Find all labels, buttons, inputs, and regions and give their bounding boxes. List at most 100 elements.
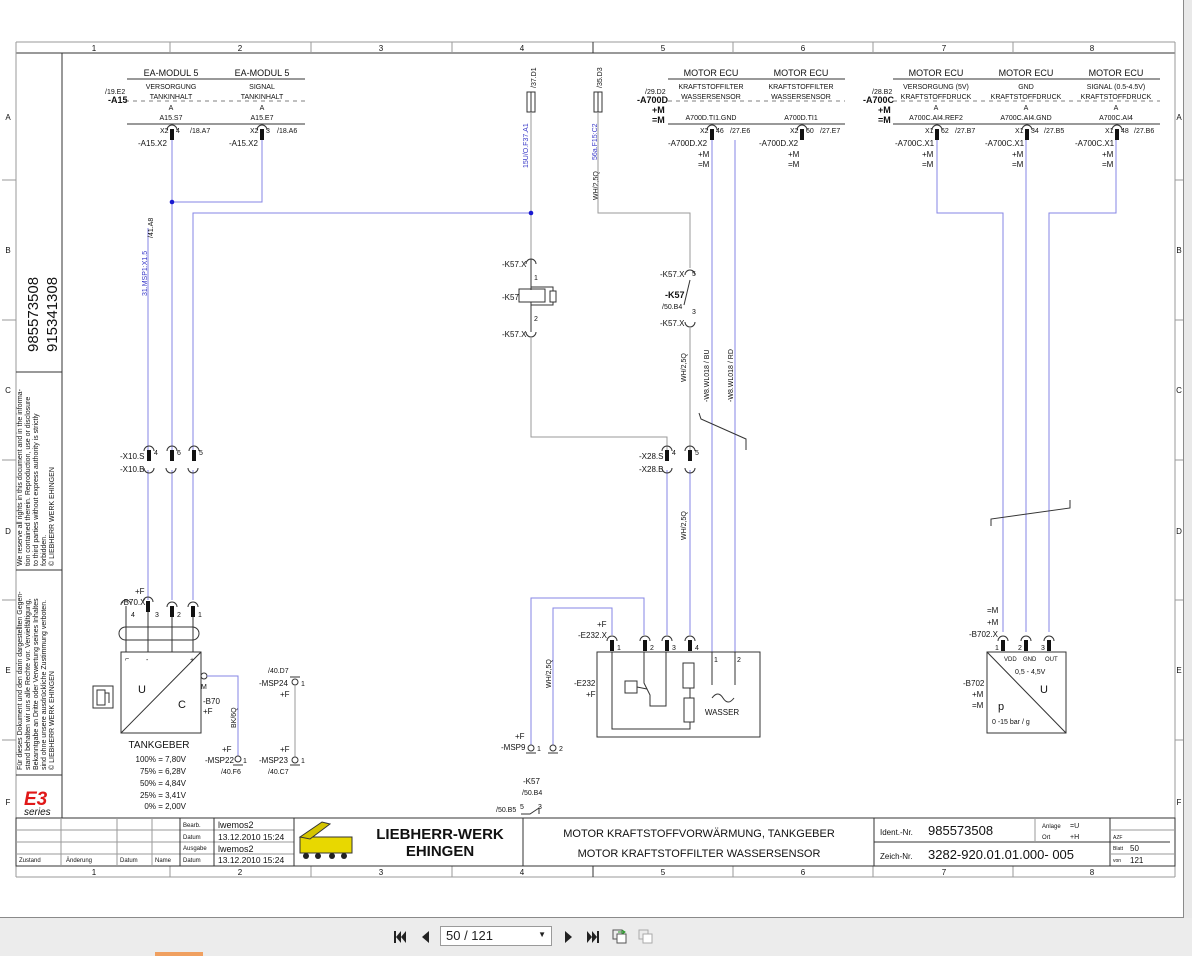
pin-number: 3	[692, 309, 696, 316]
xref: /28.B2	[872, 89, 892, 96]
location-label: +M	[987, 618, 999, 627]
xref: /18.A6	[277, 128, 297, 135]
calibration-row: 75% = 6,28V	[140, 767, 187, 776]
connector-label: X2	[790, 128, 799, 135]
connector-pin	[661, 635, 673, 652]
pin-number: 1	[301, 758, 305, 765]
device-name: -A700D	[637, 95, 669, 105]
pin-number: 5	[520, 804, 524, 811]
measure-point-name: -MSP24	[259, 679, 288, 688]
go-back-view-button[interactable]	[611, 928, 629, 946]
xref: /41.A8	[148, 218, 155, 238]
channel-label: VERSORGUNG	[146, 84, 197, 91]
drawing-frame	[2, 41, 1183, 878]
symbol-label: C	[178, 699, 186, 711]
msp-points: +F -MSP22 1 /40.F6 /40.D7 -MSP24 1 +F +F…	[205, 668, 305, 776]
e3-logo-text: E3	[24, 789, 48, 810]
pin-number: 3	[155, 612, 159, 619]
pin-number: 3	[1041, 645, 1045, 652]
row-labels: A B C D E F A B C D E F	[5, 113, 1182, 807]
connector-name: -X10.S	[120, 452, 144, 461]
column-label: 6	[801, 868, 806, 877]
prev-page-button[interactable]	[416, 928, 434, 946]
xref: /27.E7	[820, 128, 840, 135]
symbol-label: U	[138, 684, 146, 696]
calibration-row: 0% = 2,00V	[144, 802, 186, 811]
go-forward-view-button[interactable]	[637, 928, 655, 946]
xref: /27.B5	[1044, 128, 1064, 135]
terminal-label: M	[201, 684, 207, 691]
schematic-drawing: 1 2 3 4 5 6 7 8 1 2 3 4 5 6 7 8 A B C D …	[2, 41, 1183, 878]
terminal-label: A700C.AI4	[1099, 115, 1133, 122]
device-name: -B70	[203, 697, 220, 706]
chevron-down-icon[interactable]: ▼	[538, 930, 546, 939]
channel-label: VERSORGUNG (5V)	[903, 84, 969, 91]
xref: /50.B5	[496, 807, 516, 814]
channel-label: TANKINHALT	[150, 94, 193, 101]
page-number-field[interactable]: 50 / 121 ▼	[440, 926, 552, 946]
pin-number: 1	[995, 645, 999, 652]
pdf-page: 1 2 3 4 5 6 7 8 1 2 3 4 5 6 7 8 A B C D …	[0, 0, 1184, 918]
channel-label: KRAFTSTOFFILTER	[768, 84, 833, 91]
module-title: MOTOR ECU	[774, 68, 829, 78]
cable-marker	[698, 412, 747, 450]
connector-name: -A15.X2	[138, 139, 167, 148]
device-name: -B702	[963, 679, 985, 688]
connector-pin	[639, 635, 651, 652]
pin-number: 1	[301, 681, 305, 688]
notice-line: We reserve all rights in this document a…	[17, 388, 24, 566]
connector-label: X2	[700, 128, 709, 135]
sheet-number: 50	[1130, 844, 1139, 853]
row-label: D	[5, 527, 11, 536]
pin-number: 1	[534, 275, 538, 282]
device-name: -A700C	[863, 95, 895, 105]
channel-label: A	[934, 105, 939, 112]
device-name: -K57	[523, 777, 540, 786]
a700d-ecu: /29.D2 -A700D +M =M MOTOR ECU KRAFTSTOFF…	[637, 68, 845, 169]
module-title: MOTOR ECU	[684, 68, 739, 78]
pin-number: 4	[154, 450, 158, 457]
back-view-icon	[612, 929, 627, 944]
wire-label: -W8.WL018 / BU	[704, 349, 711, 402]
b702-pressure-sensor: =M +M -B702.X 1 2 3 VDD GND OUT 0,5 - 4,…	[963, 606, 1067, 734]
column-label: 2	[238, 868, 243, 877]
fuses: /37.D1 15U/O.F37.A1 /35.D3 56a.F15:C2 WH…	[523, 67, 604, 200]
location-label: +F	[597, 620, 607, 629]
terminal-label: A15.S7	[160, 115, 183, 122]
row-label: B	[1176, 246, 1181, 255]
next-page-icon	[565, 931, 572, 943]
column-label: 8	[1090, 44, 1095, 53]
row-label: E	[1176, 666, 1181, 675]
xref: /50.B4	[522, 790, 542, 797]
pin-number: 34	[1031, 128, 1039, 135]
first-page-button[interactable]	[391, 928, 409, 946]
xref: /35.D3	[597, 67, 604, 88]
terminal-label: 2	[737, 657, 741, 664]
location-label: =M	[1012, 160, 1024, 169]
taskbar-indicator	[155, 952, 203, 956]
cable-shield	[118, 626, 200, 641]
channel-label: TANKINHALT	[241, 94, 284, 101]
connector-name: -B70.X	[121, 598, 146, 607]
channel-label: GND	[1018, 84, 1034, 91]
row-label: C	[1176, 386, 1182, 395]
wire-label: 15U/O.F37.A1	[523, 123, 530, 168]
channel-label: WASSERSENSOR	[771, 94, 831, 101]
label: Zustand	[19, 858, 41, 864]
signal-range: 0,5 - 4,5V	[1015, 669, 1046, 676]
a700c-ecu: /28.B2 -A700C +M =M MOTOR ECU VERSORGUNG…	[863, 68, 1160, 169]
channel-label: KRAFTSTOFFDRUCK	[991, 94, 1062, 101]
wires-middle: WH/2,5Q WH/2,5Q -W8.WL018 / BU -W8.WL018…	[528, 112, 747, 660]
notice-line: tion contained therein. Reproduction, us…	[25, 397, 32, 566]
connector-name: -A700D.X2	[759, 139, 799, 148]
column-label: 6	[801, 44, 806, 53]
terminal-label: GND	[1023, 657, 1037, 663]
xref: /27.B6	[1134, 128, 1154, 135]
next-page-button[interactable]	[560, 928, 578, 946]
connector-label: X1	[925, 128, 934, 135]
location-label: +M	[1102, 150, 1114, 159]
issuer-name: lwemos2	[218, 844, 254, 854]
last-page-button[interactable]	[584, 928, 602, 946]
fuel-pump-icon	[92, 685, 114, 709]
location-label: +F	[280, 690, 290, 699]
